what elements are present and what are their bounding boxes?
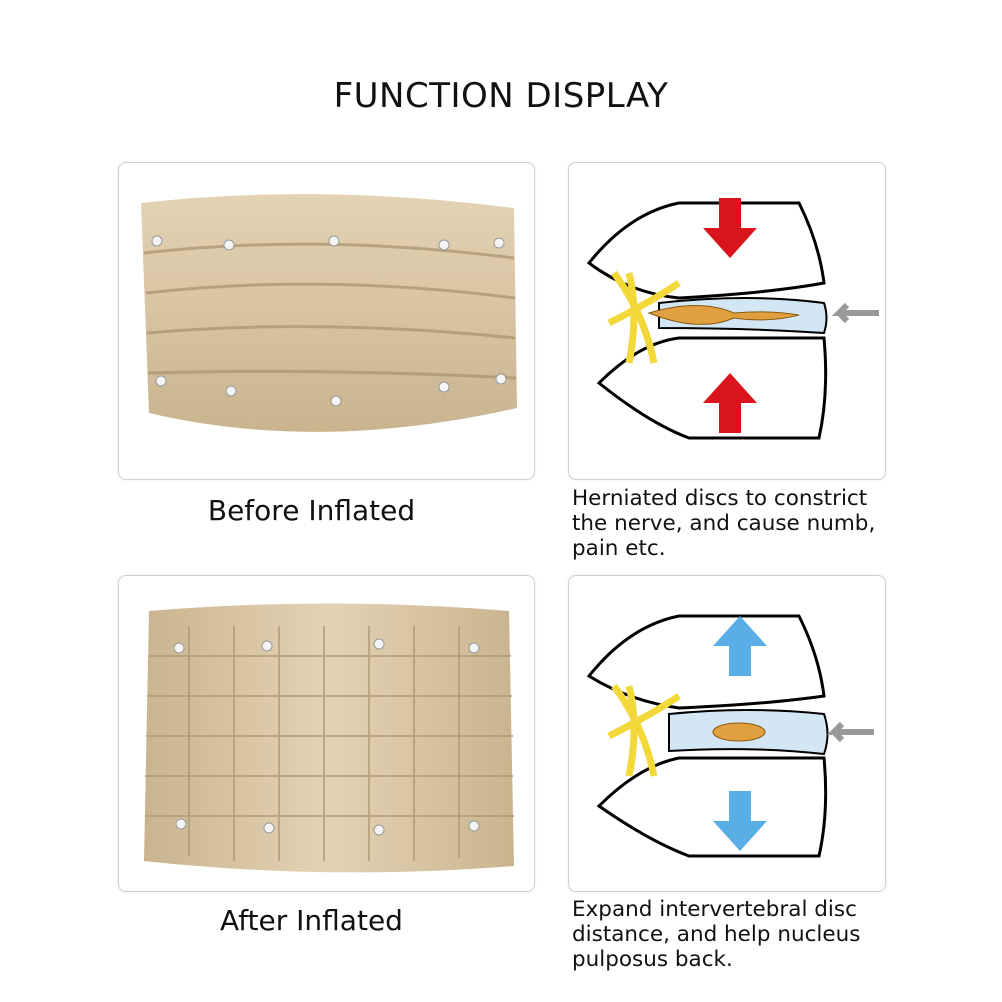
before-inflated-image — [118, 162, 535, 480]
description-line: Herniated discs to constrict — [572, 486, 868, 511]
description-line: pulposus back. — [572, 947, 733, 972]
page-title: FUNCTION DISPLAY — [333, 76, 669, 116]
description-line: the nerve, and cause numb, — [572, 511, 876, 536]
herniated-disc-description: Herniated discs to constrict the nerve, … — [572, 486, 902, 561]
expand-disc-description: Expand intervertebral disc distance, and… — [572, 897, 902, 972]
before-inflated-caption: Before Inflated — [207, 494, 416, 527]
after-inflated-caption: After Inflated — [220, 904, 403, 937]
description-line: pain etc. — [572, 536, 666, 561]
after-inflated-image — [118, 575, 535, 892]
description-line: Expand intervertebral disc — [572, 897, 857, 922]
herniated-disc-diagram — [568, 162, 886, 480]
expanded-disc-diagram — [568, 575, 886, 892]
description-line: distance, and help nucleus — [572, 922, 861, 947]
